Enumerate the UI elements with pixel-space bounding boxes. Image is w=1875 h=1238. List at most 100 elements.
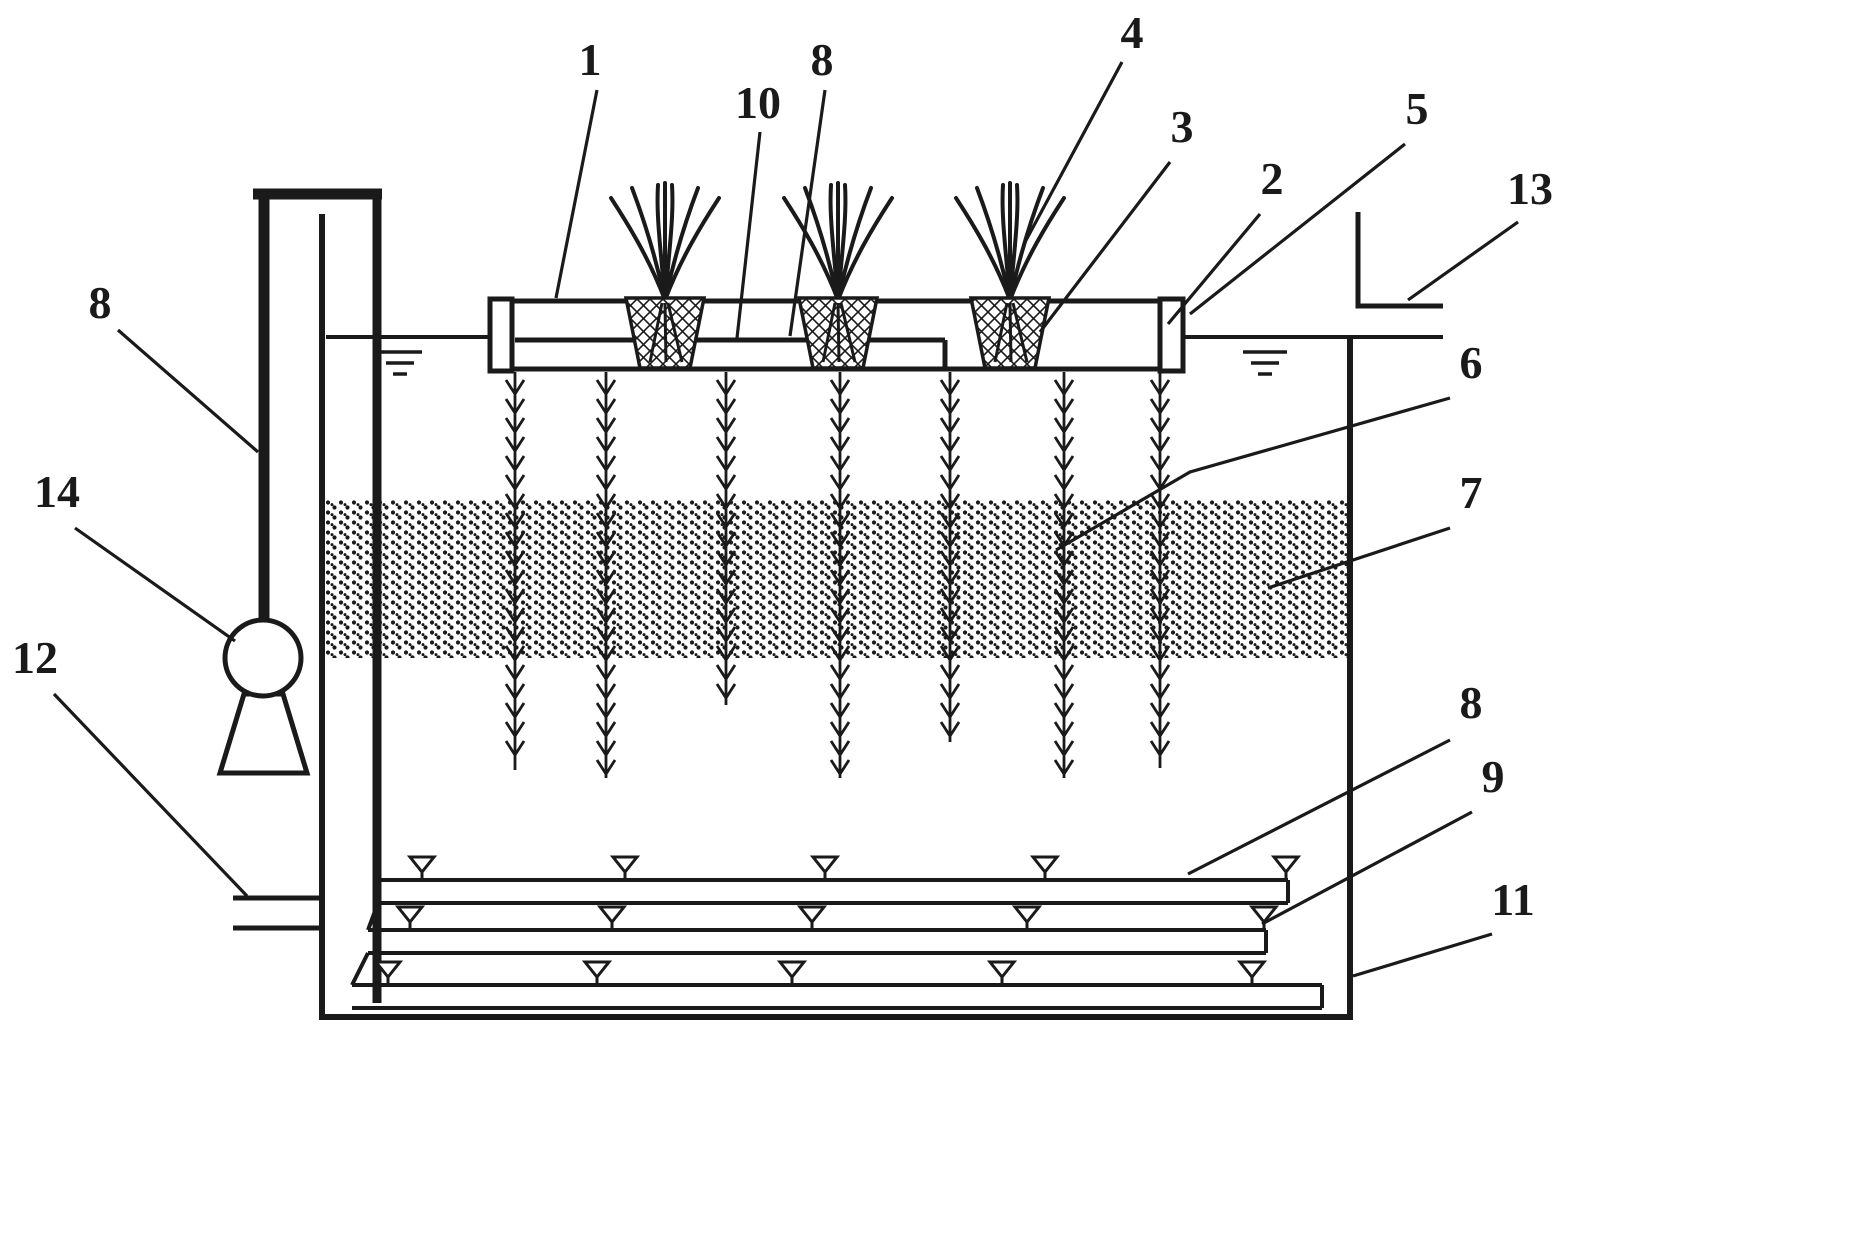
leader-11 (1352, 932, 1493, 978)
plant-leaf (975, 186, 1012, 302)
water-level-icon (378, 350, 422, 376)
leader-9 (1261, 810, 1473, 926)
nozzle-head (1270, 855, 1302, 875)
nozzle-head (986, 960, 1018, 980)
plant-leaf (836, 186, 873, 302)
nozzle (1029, 855, 1061, 880)
basket-root-strand (1011, 302, 1029, 363)
nozzle (809, 855, 841, 880)
basket-root-strand (648, 302, 664, 363)
basket-root-strand (821, 302, 837, 363)
callout-6: 6 (1460, 337, 1483, 388)
plant-leaf (663, 186, 700, 302)
nozzle-head (406, 855, 438, 875)
platform-left-float (487, 296, 515, 374)
basket-root-strand (666, 302, 684, 363)
plant-leaf (609, 196, 667, 302)
basket-root-strand (1008, 302, 1013, 363)
nozzle-head (809, 855, 841, 875)
plant-leaf (836, 183, 848, 302)
plant-leaf (1000, 183, 1012, 302)
nozzle (596, 905, 628, 930)
nozzle (581, 960, 613, 985)
plant-leaf (1008, 196, 1066, 302)
plant-leaf (828, 183, 840, 302)
plant-leaf (1008, 183, 1020, 302)
tank-body-outline (319, 214, 1353, 1020)
manifold-diagonal-2 (350, 952, 370, 986)
basket-root-strand (839, 302, 857, 363)
leader-lines (52, 61, 1519, 978)
leader-6 (1055, 396, 1451, 552)
plant-root (595, 372, 617, 778)
nozzle (776, 960, 808, 985)
callout-8-top: 8 (811, 34, 834, 85)
nozzle-head (1029, 855, 1061, 875)
plant-leaf (630, 186, 667, 302)
bottom-distribution-manifold (350, 878, 1324, 1010)
nozzle-head (581, 960, 613, 980)
pump-housing (222, 617, 304, 699)
nozzle-head (776, 960, 808, 980)
leader-4 (1022, 61, 1124, 245)
water-level-icons-group (378, 350, 1287, 376)
nozzle-head (1011, 905, 1043, 925)
plant-leaf (663, 183, 675, 302)
plant (782, 181, 894, 304)
leader-10 (735, 131, 762, 339)
callout-3: 3 (1171, 101, 1194, 152)
plant-basket (623, 296, 707, 370)
callout-9: 9 (1482, 751, 1505, 802)
leader-1 (554, 89, 599, 299)
leader-12 (52, 692, 249, 898)
callout-5: 5 (1406, 83, 1429, 134)
nozzle (796, 905, 828, 930)
nozzle (1270, 855, 1302, 880)
plant-leaf (954, 196, 1012, 302)
plant-root (1149, 372, 1171, 768)
plant-root (1053, 372, 1075, 778)
pump (216, 617, 311, 776)
leader-8-bottom (1187, 738, 1451, 876)
nozzle (986, 960, 1018, 985)
nozzle (372, 960, 404, 985)
leader-14 (74, 526, 236, 643)
callout-2: 2 (1261, 153, 1284, 204)
leader-2 (1166, 212, 1262, 326)
callout-1: 1 (579, 34, 602, 85)
plant-root (829, 372, 851, 778)
basket-root-strand (663, 302, 668, 363)
nozzle-head (796, 905, 828, 925)
callout-8-left: 8 (89, 277, 112, 328)
platform-right-float (1157, 296, 1186, 374)
leader-3 (1038, 161, 1172, 333)
plant-leaf (663, 196, 721, 302)
water-level-icon (1243, 350, 1287, 376)
baskets-group (623, 296, 1052, 370)
basket-root-strand (836, 302, 841, 363)
plant-leaf (836, 196, 894, 302)
plant-leaf (655, 183, 667, 302)
leader-5 (1189, 142, 1406, 316)
nozzle (406, 855, 438, 880)
callout-8-bottom: 8 (1460, 677, 1483, 728)
outlet-weir-pipe (1355, 212, 1443, 309)
callout-10: 10 (735, 77, 781, 128)
callout-14: 14 (34, 466, 80, 517)
basket-root-strand (993, 302, 1009, 363)
callout-4: 4 (1121, 7, 1144, 58)
plant-root (504, 372, 526, 770)
plant (609, 181, 721, 304)
roots-group (504, 372, 1171, 778)
nozzle (1236, 960, 1268, 985)
plants-group (609, 181, 1066, 304)
plant-root (715, 372, 737, 705)
nozzle-head (394, 905, 426, 925)
pump-base (216, 691, 311, 776)
plant-leaf (782, 196, 840, 302)
nozzle (394, 905, 426, 930)
nozzle-head (1236, 960, 1268, 980)
callout-11: 11 (1491, 874, 1534, 925)
